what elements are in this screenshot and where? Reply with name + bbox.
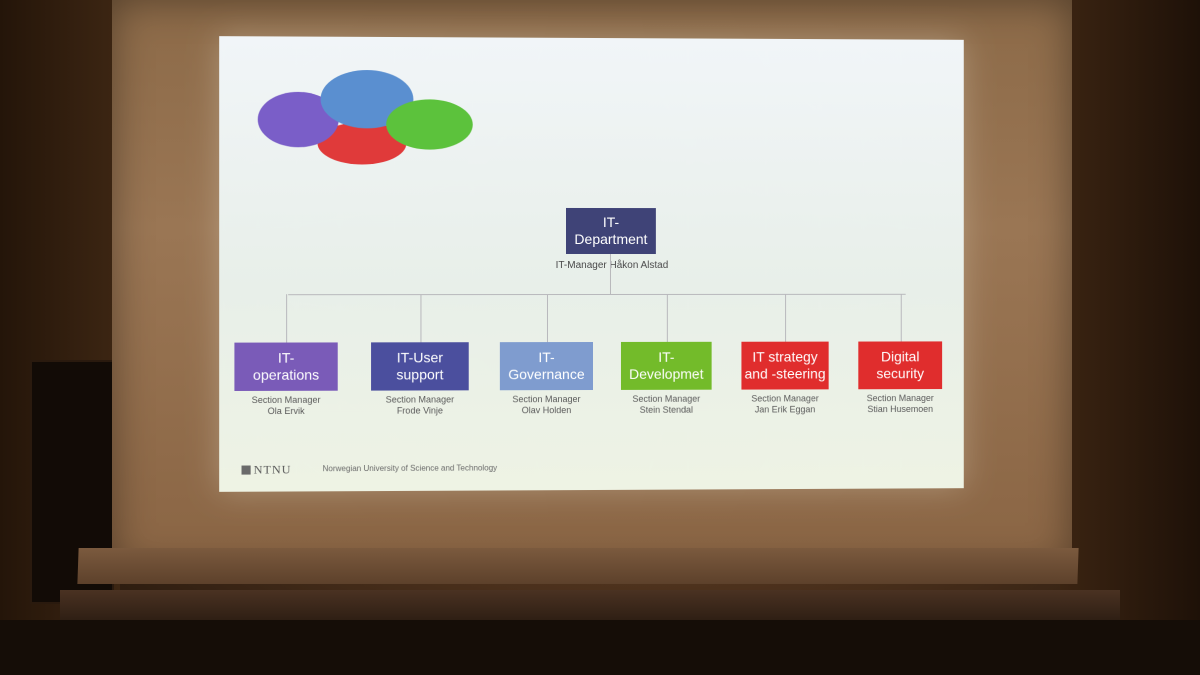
footer-university-name: Norwegian University of Science and Tech…: [322, 463, 498, 474]
floor: [0, 620, 1200, 675]
section-connector: [286, 294, 288, 343]
section-box: IT-User support: [371, 342, 469, 391]
section-manager-role: Section Manager: [632, 393, 701, 404]
section-connector: [900, 293, 902, 342]
section-connector: [666, 293, 668, 342]
section-box: IT- Developmet: [620, 341, 712, 390]
section-title: IT-User support: [396, 349, 444, 383]
section-manager-role: Section Manager: [251, 394, 321, 406]
green-cloud-graphic: [386, 99, 473, 150]
section-manager-role: Section Manager: [751, 393, 819, 404]
section-box: IT- operations: [234, 342, 338, 391]
section-manager-role: Section Manager: [385, 394, 455, 405]
section-manager-name: Frode Vinje: [396, 405, 444, 416]
it-department-box: IT- Department: [565, 207, 656, 255]
projected-slide: IT- Department IT-Manager Håkon Alstad I…: [219, 36, 964, 492]
section-title: IT- Developmet: [629, 348, 704, 382]
horizontal-connector: [288, 293, 906, 296]
section-manager-name: Ola Ervik: [267, 405, 305, 417]
section-box: IT- Governance: [499, 342, 594, 391]
it-manager-label: IT-Manager Håkon Alstad: [555, 259, 669, 272]
it-department-title: IT- Department: [574, 214, 648, 248]
section-manager-name: Stein Stendal: [639, 404, 693, 415]
section-box: Digital security: [858, 341, 943, 390]
root-connector: [609, 254, 611, 294]
ntnu-logo: NTNU: [241, 462, 292, 477]
section-manager-name: Stian Husemoen: [867, 403, 934, 415]
ntnu-logo-mark: [241, 465, 251, 475]
section-connector: [419, 294, 421, 343]
right-wall: [1060, 0, 1200, 675]
section-box: IT strategy and -steering: [741, 341, 829, 390]
section-connector: [546, 294, 548, 343]
section-title: IT- Governance: [508, 349, 585, 383]
section-manager-role: Section Manager: [866, 393, 934, 404]
section-title: Digital security: [876, 348, 925, 382]
section-title: IT- operations: [252, 349, 320, 383]
screen-base-rail: [60, 590, 1120, 620]
screen-bottom-bar: [77, 548, 1079, 584]
section-manager-name: Jan Erik Eggan: [754, 404, 816, 415]
section-manager-role: Section Manager: [512, 394, 581, 405]
section-manager-name: Olav Holden: [521, 405, 572, 416]
section-title: IT strategy and -steering: [744, 348, 826, 382]
section-connector: [785, 293, 787, 342]
